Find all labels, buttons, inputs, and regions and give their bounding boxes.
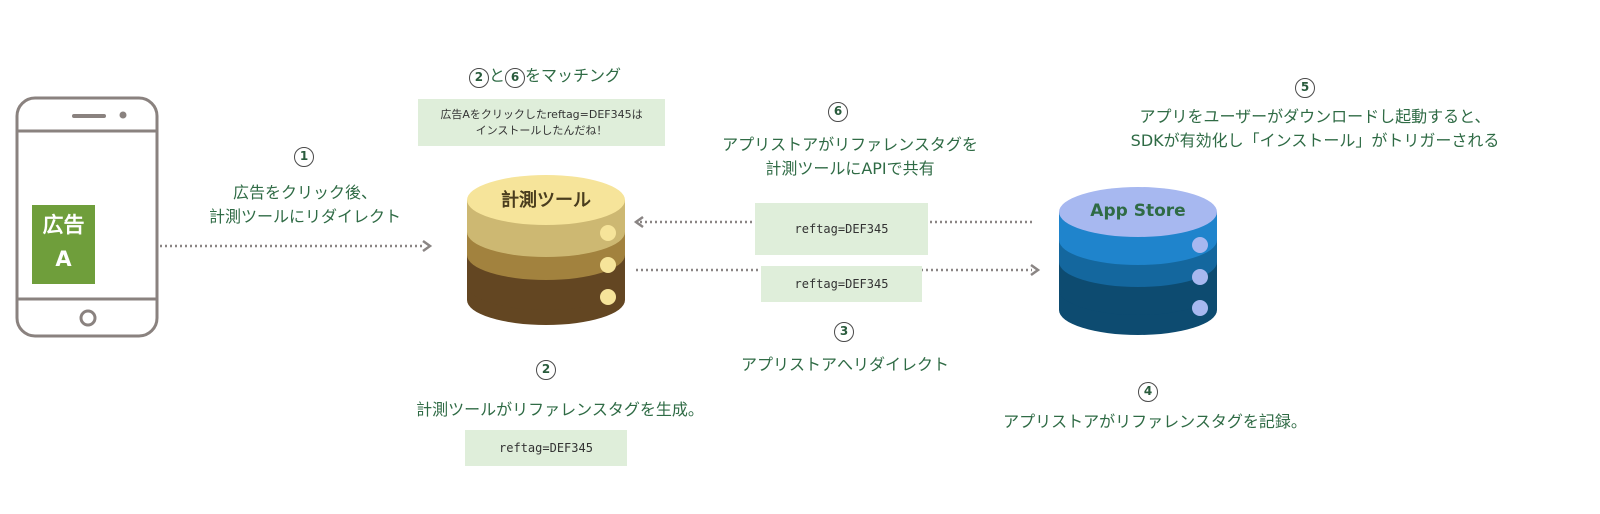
arrowhead-right-icon	[1030, 263, 1041, 277]
step-3-description: アプリストアへリダイレクト	[740, 355, 949, 374]
step-1-description: 広告をクリック後、 計測ツールにリダイレクト	[180, 181, 430, 229]
step-5-description: アプリをユーザーがダウンロードし起動すると、 SDKが有効化し「インストール」が…	[1095, 105, 1535, 153]
ad-label-line2: A	[55, 247, 72, 271]
matching-note-line2: インストールしたんだね！	[475, 123, 608, 137]
step-2-reftag-box: reftag=DEF345	[465, 430, 627, 466]
step-1-number: 1	[286, 145, 322, 167]
step-6-reftag-box: reftag=DEF345	[755, 203, 928, 255]
step-6-number: 6	[820, 100, 856, 122]
measurement-tool-database-icon	[467, 175, 625, 325]
step-3-number: 3	[826, 320, 862, 342]
arrowhead-left-icon	[633, 215, 644, 229]
step-1-line2: 計測ツールにリダイレクト	[208, 207, 401, 226]
matching-note-line1: 広告Aをクリックしたreftag=DEF345は	[440, 107, 643, 121]
measurement-tool-label: 計測ツール	[501, 190, 591, 211]
step-5-line2: SDKが有効化し「インストール」がトリガーされる	[1130, 131, 1500, 150]
matching-num-2: 2	[468, 68, 489, 88]
step-5-number: 5	[1287, 76, 1323, 98]
matching-end: をマッチング	[525, 66, 622, 85]
matching-num-6: 6	[505, 68, 525, 88]
step-6-line2: 計測ツールにAPIで共有	[765, 159, 935, 178]
arrowhead-right-icon	[422, 239, 433, 253]
step-6-line1: アプリストアがリファレンスタグを	[722, 135, 978, 154]
app-store-label: App Store	[1090, 201, 1186, 221]
step-6-description: アプリストアがリファレンスタグを 計測ツールにAPIで共有	[690, 133, 1010, 181]
step-4-number: 4	[1130, 380, 1166, 402]
step-2-description: 計測ツールがリファレンスタグを生成。	[416, 400, 704, 419]
step-5-line1: アプリをユーザーがダウンロードし起動すると、	[1139, 107, 1491, 126]
step-1-line1: 広告をクリック後、	[232, 183, 377, 202]
step-2-number: 2	[528, 358, 564, 380]
ad-banner[interactable]	[32, 205, 95, 284]
app-store-database-icon	[1059, 187, 1217, 335]
step-4-description: アプリストアがリファレンスタグを記録。	[1003, 412, 1307, 431]
step-3-reftag-box: reftag=DEF345	[761, 266, 922, 302]
ad-label-line1: 広告	[42, 213, 85, 237]
ad-label: 広告 A	[32, 208, 95, 276]
matching-mid: と	[488, 66, 505, 85]
matching-note: 広告Aをクリックしたreftag=DEF345は インストールしたんだね！	[418, 99, 665, 146]
